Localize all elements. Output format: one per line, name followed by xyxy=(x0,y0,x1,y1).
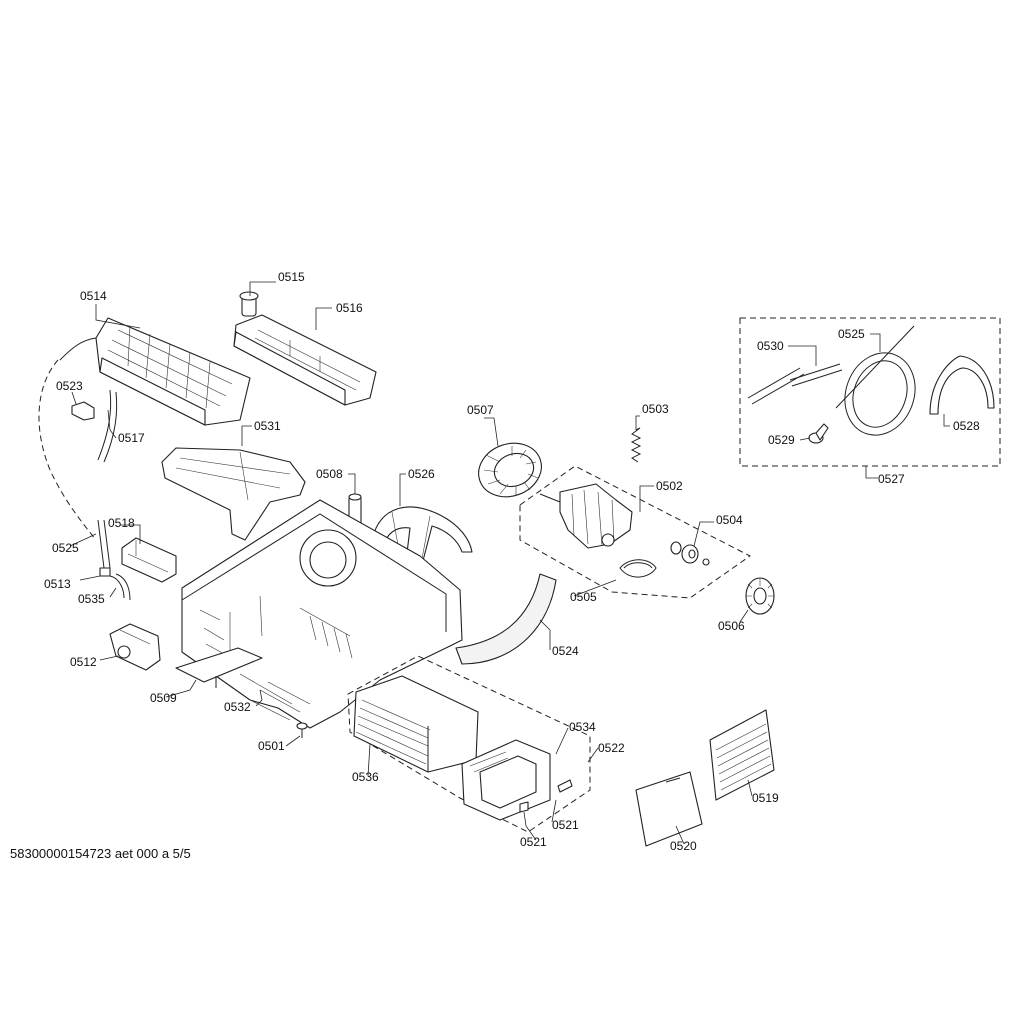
part-0535-tube xyxy=(109,573,131,601)
part-0516-container xyxy=(233,314,377,406)
part-0513-connector xyxy=(99,567,111,577)
label-0502: 0502 xyxy=(656,479,683,493)
label-0525-left: 0525 xyxy=(52,541,79,555)
label-0524: 0524 xyxy=(552,644,579,658)
part-0512-pump xyxy=(109,623,161,671)
label-0528: 0528 xyxy=(953,419,980,433)
label-0504: 0504 xyxy=(716,513,743,527)
label-0507: 0507 xyxy=(467,403,494,417)
part-0528-bracket xyxy=(929,355,995,415)
leader-lines xyxy=(69,281,950,845)
part-0536-heat-exchanger xyxy=(353,675,479,773)
label-0515: 0515 xyxy=(278,270,305,284)
part-0501-screw xyxy=(296,722,308,738)
part-0532-base-tub xyxy=(181,499,463,729)
label-0508: 0508 xyxy=(316,467,343,481)
part-0529-nozzle xyxy=(808,423,829,444)
label-0525-kit: 0525 xyxy=(838,327,865,341)
part-0523-clip xyxy=(71,401,95,421)
label-0506: 0506 xyxy=(718,619,745,633)
label-0521-a: 0521 xyxy=(520,835,547,849)
label-0534: 0534 xyxy=(569,720,596,734)
part-0521-clip-a xyxy=(519,801,529,813)
part-0502-motor xyxy=(519,465,751,599)
document-id: 58300000154723 aet 000 a 5/5 xyxy=(10,846,191,861)
label-0536: 0536 xyxy=(352,770,379,784)
label-0530: 0530 xyxy=(757,339,784,353)
part-0519-grille xyxy=(709,709,775,801)
label-0512: 0512 xyxy=(70,655,97,669)
label-0516: 0516 xyxy=(336,301,363,315)
label-0509: 0509 xyxy=(150,691,177,705)
label-0532: 0532 xyxy=(224,700,251,714)
label-0503: 0503 xyxy=(642,402,669,416)
part-0503-spring xyxy=(630,427,642,463)
label-0514: 0514 xyxy=(80,289,107,303)
part-0534-filter xyxy=(461,739,551,821)
label-0520: 0520 xyxy=(670,839,697,853)
label-0513: 0513 xyxy=(44,577,71,591)
part-0518-cover xyxy=(121,537,177,583)
label-0518: 0518 xyxy=(108,516,135,530)
part-0527-kit-box xyxy=(739,317,1001,467)
part-0525-hose-coil xyxy=(835,325,916,436)
part-0504-pulley xyxy=(670,541,710,566)
label-0501: 0501 xyxy=(258,739,285,753)
part-0507-blower-wheel xyxy=(478,442,542,498)
part-0517-hose xyxy=(97,389,118,463)
label-0519: 0519 xyxy=(752,791,779,805)
part-0521-clip-b xyxy=(557,779,573,793)
part-0505-belt xyxy=(619,559,657,578)
label-0505: 0505 xyxy=(570,590,597,604)
part-0514-air-duct xyxy=(59,317,251,426)
part-0520-panel xyxy=(635,771,703,847)
part-0524-seal-strip xyxy=(455,573,557,665)
part-labels: 0514 0515 0516 0523 0517 0531 0508 0526 … xyxy=(44,270,980,853)
part-0506-roller xyxy=(745,577,775,615)
label-0529: 0529 xyxy=(768,433,795,447)
label-0523: 0523 xyxy=(56,379,83,393)
label-0527: 0527 xyxy=(878,472,905,486)
part-0515-float xyxy=(239,291,259,317)
part-0509-plate xyxy=(175,647,263,688)
part-0525-drain-hose-path xyxy=(38,359,111,569)
label-0535: 0535 xyxy=(78,592,105,606)
label-0522: 0522 xyxy=(598,741,625,755)
label-0526: 0526 xyxy=(408,467,435,481)
part-0531-air-guide xyxy=(161,447,306,541)
label-0521-b: 0521 xyxy=(552,818,579,832)
part-0530-cable-ties xyxy=(747,363,843,405)
label-0517: 0517 xyxy=(118,431,145,445)
label-0531: 0531 xyxy=(254,419,281,433)
